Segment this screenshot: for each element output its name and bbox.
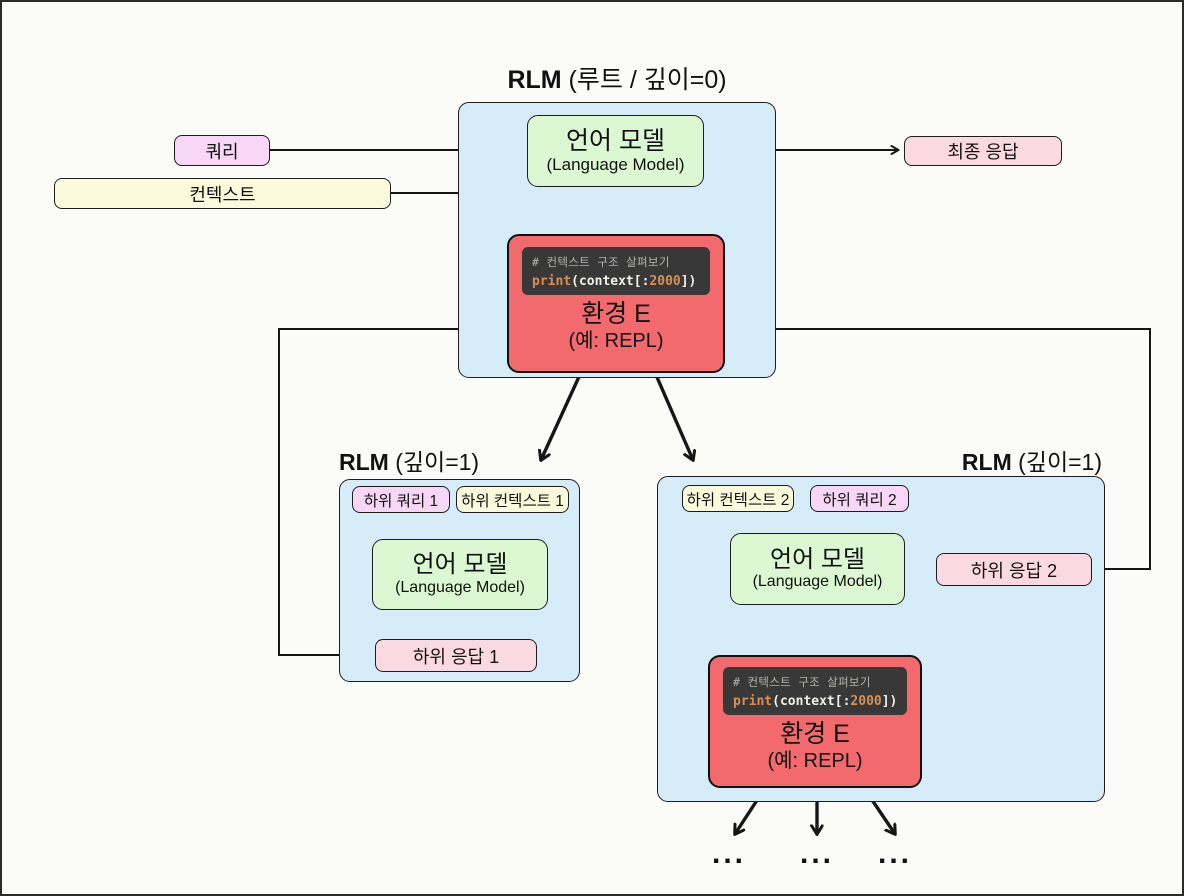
child-right-code-snippet: # 컨텍스트 구조 살펴보기 print(context[:2000]): [723, 667, 907, 715]
recursion-ellipsis-3: ...: [877, 837, 912, 870]
child-right-code-comment: # 컨텍스트 구조 살펴보기: [733, 675, 871, 689]
sub-response-1-label: 하위 응답 1: [412, 646, 500, 667]
root-lm-subtitle: (Language Model): [546, 155, 685, 175]
context-node: 컨텍스트: [54, 178, 391, 209]
sub-response-2-node: 하위 응답 2: [936, 553, 1092, 586]
arrow-env-to-child-left: [541, 367, 585, 460]
root-code-comment: # 컨텍스트 구조 살펴보기: [532, 255, 670, 269]
child-left-rlm-title: RLM (깊이=1): [339, 443, 479, 477]
root-language-model-node: 언어 모델 (Language Model): [527, 115, 704, 187]
arrow-env-to-child-right: [651, 367, 693, 460]
sub-context-2-label: 하위 컨텍스트 2: [686, 491, 790, 509]
sub-context-1-label: 하위 컨텍스트 1: [461, 492, 564, 510]
child-left-title-rest: (깊이=1): [388, 449, 480, 475]
context-label: 컨텍스트: [189, 184, 256, 205]
child-right-lm-subtitle: (Language Model): [752, 573, 883, 591]
query-label: 쿼리: [205, 141, 239, 162]
root-rlm-title-bold: RLM: [507, 66, 562, 94]
child-right-language-model-node: 언어 모델 (Language Model): [730, 533, 905, 605]
sub-context-2-node: 하위 컨텍스트 2: [682, 485, 794, 512]
root-rlm-title: RLM (루트 / 깊이=0): [417, 60, 817, 96]
child-right-rlm-title: RLM (깊이=1): [902, 443, 1102, 477]
final-response-node: 최종 응답: [904, 136, 1062, 166]
child-right-code-line: print(context[:2000]): [733, 694, 897, 709]
child-left-language-model-node: 언어 모델 (Language Model): [372, 539, 548, 610]
root-env-subtitle: (예: REPL): [568, 330, 664, 353]
root-environment-node: # 컨텍스트 구조 살펴보기 print(context[:2000]) 환경 …: [507, 234, 725, 373]
sub-query-2-label: 하위 쿼리 2: [822, 491, 897, 509]
root-code-fn: print: [532, 274, 572, 289]
child-right-env-subtitle: (예: REPL): [767, 750, 863, 773]
query-node: 쿼리: [174, 135, 270, 166]
child-right-code-args-post: ]): [881, 694, 898, 709]
root-code-args-post: ]): [680, 274, 697, 289]
final-response-label: 최종 응답: [947, 142, 1019, 162]
sub-context-1-node: 하위 컨텍스트 1: [456, 486, 569, 513]
child-right-title-rest: (깊이=1): [1011, 449, 1102, 475]
sub-query-1-node: 하위 쿼리 1: [352, 486, 450, 513]
root-lm-title: 언어 모델: [566, 127, 665, 156]
root-code-args-pre: (context[:: [571, 274, 650, 289]
child-left-title-bold: RLM: [339, 449, 389, 475]
child-right-code-args-pre: (context[:: [772, 694, 851, 709]
sub-query-1-label: 하위 쿼리 1: [363, 492, 439, 510]
child-right-environment-node: # 컨텍스트 구조 살펴보기 print(context[:2000]) 환경 …: [708, 655, 922, 788]
root-env-title: 환경 E: [581, 300, 651, 328]
root-rlm-title-rest: (루트 / 깊이=0): [561, 66, 727, 94]
recursion-ellipsis-1: ...: [711, 837, 746, 870]
child-left-lm-title: 언어 모델: [412, 551, 508, 579]
root-code-num: 2000: [649, 274, 681, 289]
child-right-title-bold: RLM: [961, 449, 1012, 475]
child-right-lm-title: 언어 모델: [770, 545, 865, 573]
child-left-lm-subtitle: (Language Model): [395, 578, 525, 596]
sub-response-1-node: 하위 응답 1: [375, 639, 537, 672]
sub-query-2-node: 하위 쿼리 2: [810, 485, 909, 512]
child-right-code-fn: print: [733, 694, 773, 709]
child-right-env-title: 환경 E: [780, 720, 850, 748]
recursion-ellipsis-2: ...: [799, 837, 834, 870]
root-code-line: print(context[:2000]): [532, 274, 700, 289]
sub-response-2-label: 하위 응답 2: [970, 560, 1058, 581]
child-right-code-num: 2000: [850, 694, 882, 709]
root-code-snippet: # 컨텍스트 구조 살펴보기 print(context[:2000]): [522, 247, 710, 295]
